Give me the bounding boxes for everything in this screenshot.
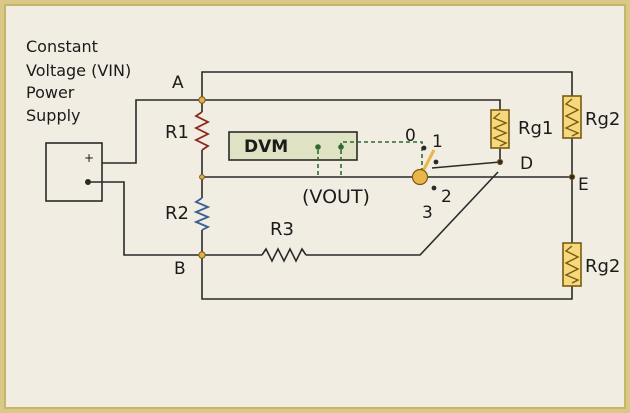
rg2-bottom-label: Rg2 xyxy=(585,256,620,277)
rg2-top-gauge xyxy=(562,95,582,139)
switch-contact-2 xyxy=(431,185,437,191)
junction-dot xyxy=(199,174,205,180)
switch-pivot xyxy=(411,168,429,186)
caption-line-1: Constant xyxy=(26,37,98,56)
switch-pos-0: 0 xyxy=(405,126,416,146)
r3-label: R3 xyxy=(270,219,294,240)
node-e-dot xyxy=(568,173,576,181)
dvm-leads xyxy=(317,141,423,177)
node-d-dot xyxy=(496,158,504,166)
caption-line-4: Supply xyxy=(26,106,81,125)
dvm-terminal-neg xyxy=(315,144,321,150)
node-d-label: D xyxy=(520,154,533,174)
rg2-bottom-gauge xyxy=(562,242,582,287)
dvm-meter: DVM xyxy=(228,131,358,161)
node-e-label: E xyxy=(578,175,589,195)
r3-resistor xyxy=(261,247,307,263)
switch-contact-1 xyxy=(433,159,439,165)
switch-contact-0 xyxy=(421,145,427,151)
node-a-label: A xyxy=(172,73,184,93)
wiring xyxy=(88,71,573,300)
switch-pos-2: 2 xyxy=(441,187,452,207)
caption-line-2: Voltage (VIN) xyxy=(26,61,131,80)
rg1-label: Rg1 xyxy=(518,118,553,139)
rg1-gauge xyxy=(490,109,510,149)
rg2-top-label: Rg2 xyxy=(585,109,620,130)
r2-label: R2 xyxy=(165,203,189,224)
caption-line-3: Power xyxy=(26,83,75,102)
switch-pos-3: 3 xyxy=(422,203,433,223)
node-b-dot xyxy=(198,251,206,259)
power-supply-caption: Constant Voltage (VIN) Power Supply xyxy=(26,37,131,125)
switch-pos-1: 1 xyxy=(432,132,443,152)
r1-label: R1 xyxy=(165,122,189,143)
power-supply: + xyxy=(45,142,103,202)
node-a-dot xyxy=(198,96,206,104)
vout-label: (VOUT) xyxy=(302,186,370,208)
plus-terminal-label: + xyxy=(84,151,94,165)
selector-switch: 0 1 2 3 xyxy=(405,126,452,223)
node-dots xyxy=(198,96,576,259)
r2-resistor xyxy=(193,197,211,231)
node-b-label: B xyxy=(174,259,186,279)
r1-resistor xyxy=(193,111,211,151)
dvm-label: DVM xyxy=(244,137,288,157)
